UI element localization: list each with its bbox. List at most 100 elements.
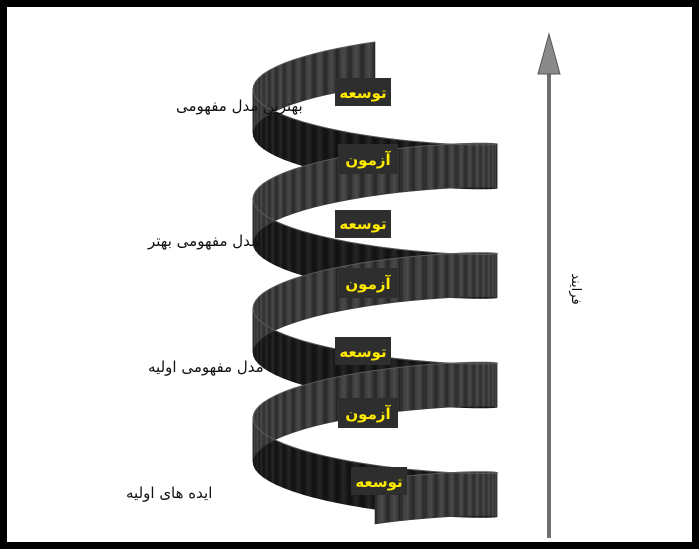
ribbon-front-strip — [473, 252, 481, 298]
ribbon-front-strip — [313, 269, 326, 318]
segment-label-5-text: توسعه — [339, 343, 386, 361]
ribbon-front-strip — [480, 142, 487, 188]
ribbon-front-strip — [486, 361, 492, 407]
ribbon-front-strip — [496, 471, 498, 518]
ribbon-front-strip — [490, 143, 495, 188]
ribbon-back-strip — [269, 436, 277, 486]
ribbon-front-strip — [465, 252, 475, 298]
ribbon-front-strip — [490, 471, 495, 517]
stage-label-better: مدل مفهومی بهتر — [147, 232, 259, 250]
ribbon-front-strip — [269, 394, 277, 444]
ribbon-back-strip — [275, 330, 285, 379]
ribbon-front-strip — [480, 252, 487, 298]
ribbon-front-strip — [480, 361, 487, 407]
ribbon-back-strip — [293, 227, 304, 276]
ribbon-front-strip — [293, 384, 304, 433]
ribbon-back-strip — [284, 443, 294, 492]
ribbon-front-strip — [302, 272, 315, 321]
segment-label-4-text: آزمون — [345, 275, 391, 293]
ribbon-back-strip — [293, 446, 304, 495]
ribbon-front-strip — [293, 275, 304, 324]
ribbon-front-strip — [494, 143, 497, 189]
segment-label-5: توسعه — [335, 337, 391, 365]
ribbon-front-strip — [473, 471, 481, 517]
ribbon-front-strip — [446, 472, 457, 518]
ribbon-front-strip — [275, 172, 285, 221]
ribbon-front-strip — [313, 50, 326, 99]
ribbon-front-strip — [275, 281, 285, 331]
ribbon-front-strip — [486, 252, 492, 298]
ribbon-front-strip — [263, 179, 270, 228]
stage-labels: بهترین مدل مفهومی مدل مفهومی بهتر مدل مف… — [126, 97, 303, 502]
ribbon-front-strip — [490, 252, 495, 298]
segment-label-2-text: آزمون — [345, 151, 391, 169]
ribbon-front-strip — [269, 285, 277, 334]
ribbon-front-strip — [456, 252, 466, 298]
segment-label-7: توسعه — [351, 467, 407, 495]
ribbon-front-strip — [412, 255, 425, 301]
ribbon-front-strip — [284, 168, 294, 218]
ribbon-back-strip — [302, 231, 315, 279]
segment-label-6-text: آزمون — [345, 405, 391, 423]
ribbon-front-strip — [302, 162, 315, 211]
ribbon-front-strip — [435, 144, 448, 190]
ribbon-back-strip — [313, 453, 326, 501]
ribbon-back-strip — [302, 450, 315, 498]
ribbon-back-strip — [275, 440, 285, 489]
ribbon-front-strip — [275, 391, 285, 440]
ribbon-front-strip — [313, 160, 326, 208]
process-arrow — [537, 32, 561, 538]
ribbon-back-strip — [284, 334, 294, 383]
ribbon-front-strip — [480, 471, 487, 517]
ribbon-front-strip — [465, 471, 475, 517]
ribbon-front-strip — [473, 361, 481, 407]
ribbon-front-strip — [400, 365, 414, 412]
ribbon-front-strip — [400, 256, 414, 303]
ribbon-front-strip — [284, 278, 294, 327]
ribbon-front-strip — [255, 405, 260, 455]
ribbon-front-strip — [465, 362, 475, 407]
ribbon-front-strip — [255, 295, 260, 346]
ribbon-front-strip — [424, 254, 437, 300]
ribbon-front-strip — [446, 143, 457, 189]
process-axis-label: فرایند — [568, 273, 583, 304]
ribbon-front-strip — [456, 362, 466, 408]
stage-label-ideas: ایده های اولیه — [126, 484, 212, 502]
ribbon-back-strip — [269, 217, 277, 267]
process-arrow-head — [537, 32, 561, 75]
ribbon-front-strip — [456, 143, 466, 189]
ribbon-front-strip — [412, 145, 425, 192]
ribbon-front-strip — [435, 472, 448, 518]
ribbon-back-strip — [325, 455, 338, 504]
segment-label-3-text: توسعه — [339, 215, 386, 233]
ribbon-back-strip — [293, 118, 304, 167]
stage-label-initial: مدل مفهومی اولیه — [148, 358, 264, 376]
ribbon-back-strip — [269, 108, 277, 157]
ribbon-front-strip — [258, 182, 264, 232]
ribbon-front-strip — [424, 473, 437, 519]
ribbon-front-strip — [258, 401, 264, 451]
ribbon-front-strip — [456, 471, 466, 517]
ribbon-front-strip — [496, 252, 498, 299]
segment-label-6: آزمون — [338, 398, 398, 428]
ribbon-back-strip — [336, 458, 350, 506]
segment-labels: توسعه آزمون توسعه آزمون توسعه آزمون توسع… — [335, 78, 407, 495]
ribbon-front-strip — [490, 362, 495, 407]
ribbon-front-strip — [435, 253, 448, 299]
ribbon-back-strip — [269, 327, 277, 376]
ribbon-back-strip — [302, 340, 315, 389]
ribbon-front-strip — [313, 379, 326, 427]
ribbon-front-strip — [486, 142, 492, 188]
ribbon-front-strip — [496, 362, 498, 408]
ribbon-front-strip — [435, 363, 448, 409]
ribbon-front-strip — [269, 175, 277, 225]
ribbon-front-strip — [424, 363, 437, 410]
ribbon-front-strip — [302, 381, 315, 430]
stage-label-best: بهترین مدل مفهومی — [176, 97, 303, 115]
ribbon-front-strip — [302, 53, 315, 102]
ribbon-front-strip — [473, 142, 481, 188]
segment-label-1: توسعه — [335, 78, 391, 106]
ribbon-front-strip — [263, 288, 270, 338]
ribbon-front-strip — [412, 474, 425, 520]
